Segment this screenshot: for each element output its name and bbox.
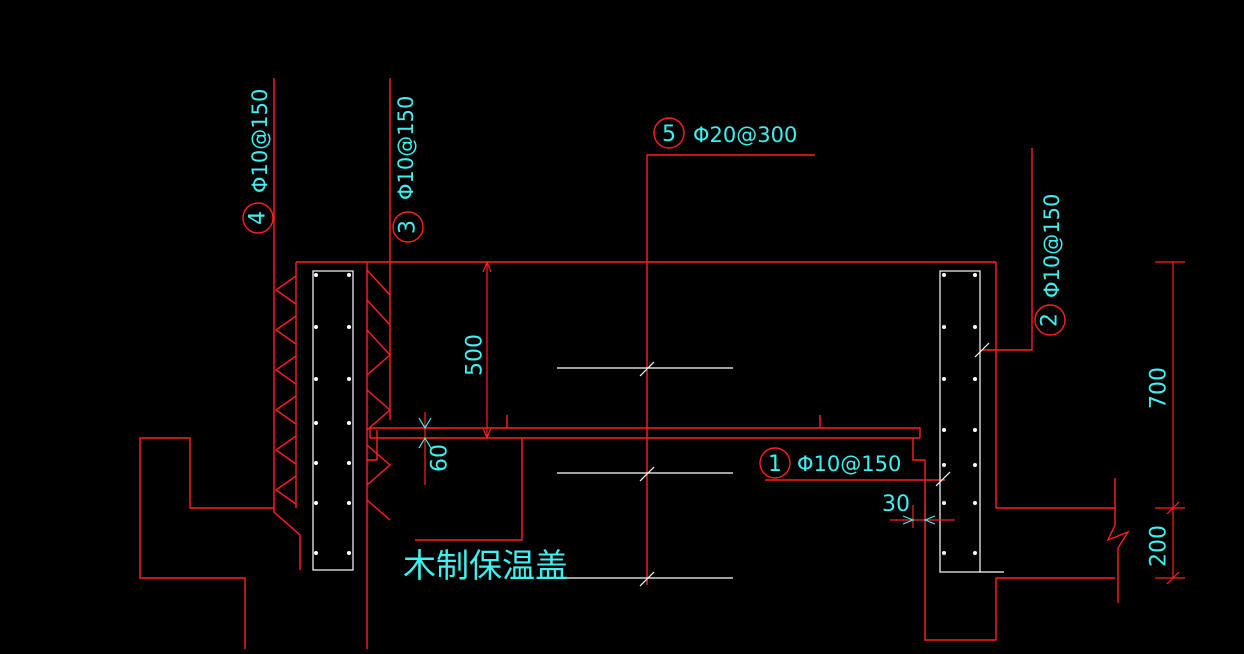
- cover-slab-outline: [369, 427, 921, 438]
- dimension-texts: 500 60 30 700 200: [428, 334, 1172, 567]
- callout-1-num: 1: [768, 452, 782, 477]
- callout-2-circle: [1034, 304, 1066, 336]
- callout-4-circle: [242, 202, 274, 234]
- cover-label-leader: [415, 438, 523, 541]
- break-line: [1106, 478, 1130, 603]
- dimension-arrows: [418, 417, 936, 525]
- left-ground-line: [139, 437, 274, 649]
- callout-numbers: 1 2 3 4 5: [246, 122, 1063, 477]
- dimension-lines: [412, 260, 1185, 585]
- left-corbel: [367, 430, 378, 461]
- callout-4-num: 4: [246, 211, 271, 225]
- right-corbel: [912, 438, 925, 461]
- rebar-5-spec: Φ20@300: [693, 123, 797, 147]
- rebar-5-leader: [646, 154, 815, 585]
- dim-60: 60: [428, 444, 453, 472]
- dim-200: 200: [1147, 525, 1172, 567]
- rebar-1-spec: Φ10@150: [797, 452, 901, 476]
- left-rebar-cage: [312, 270, 354, 571]
- right-foundation: [924, 460, 1115, 641]
- rebar-4-spec: Φ10@150: [248, 89, 272, 193]
- rebar-specs: Φ10@150 Φ10@150 Φ10@150 Φ10@150 Φ20@300: [248, 89, 1064, 476]
- wooden-cover-label: 木制保温盖: [403, 546, 568, 585]
- callout-5-circle: [653, 117, 685, 149]
- rebar-2-leader: [982, 148, 1033, 351]
- callout-3-circle: [392, 211, 424, 243]
- left-wall-outline: [273, 78, 301, 570]
- dim-500: 500: [463, 334, 488, 376]
- right-rebar-cage: [939, 270, 981, 573]
- callout-3-num: 3: [396, 220, 421, 234]
- rebar-2-spec: Φ10@150: [1040, 194, 1064, 298]
- callout-1-circle: [759, 447, 791, 479]
- rebar-3-spec: Φ10@150: [394, 96, 418, 200]
- callout-5-num: 5: [662, 122, 676, 147]
- rebar-dots: [314, 273, 977, 555]
- rebar-cages: [312, 270, 1004, 587]
- dim-700: 700: [1147, 367, 1172, 409]
- dim-30: 30: [882, 492, 910, 517]
- structure-outline: [139, 78, 1130, 649]
- left-wall-hatching: [274, 269, 392, 521]
- callout-2-num: 2: [1038, 313, 1063, 327]
- callout-circles: [242, 117, 1066, 479]
